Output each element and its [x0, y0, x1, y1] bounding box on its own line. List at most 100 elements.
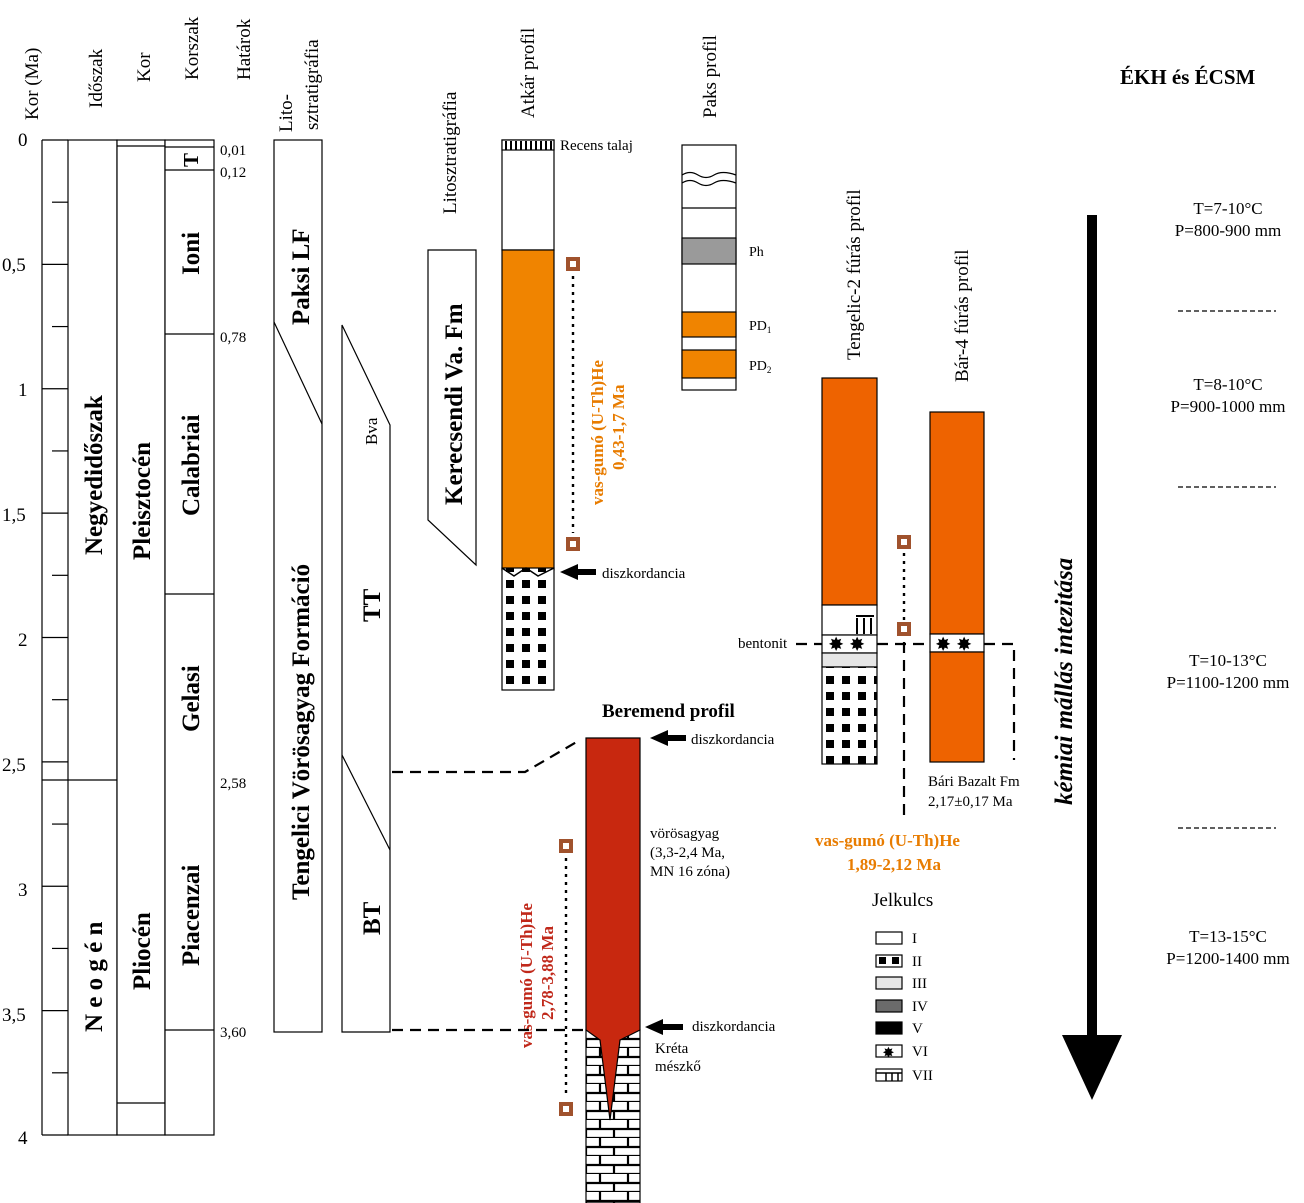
star-icon: ✸	[882, 1045, 894, 1060]
label-recens: Recens talaj	[560, 138, 633, 154]
label-bentonit: bentonit	[738, 636, 788, 652]
stage-tarantian: T	[179, 153, 203, 167]
legend-item: III	[912, 976, 927, 992]
period-neogene: N e o g é n	[81, 922, 108, 1032]
tick-label: 2	[18, 630, 28, 651]
boundary-label: 3,60	[220, 1025, 246, 1041]
tick-label: 1	[18, 380, 28, 401]
header-lithostrat-2: sztratigráfia	[302, 39, 323, 130]
formation-tt: TT	[359, 588, 386, 622]
header-stage: Korszak	[182, 16, 203, 80]
atkar-age-1: vas-gumó (U-Th)He	[588, 360, 607, 505]
tengelic-age-2: 1,89-2,12 Ma	[847, 855, 941, 874]
legend: Jelkulcs ✸ I II III IV V VI VII	[872, 890, 933, 1084]
header-age: Kor (Ma)	[22, 48, 43, 120]
stage-ioni: Ioni	[178, 232, 205, 275]
beremend-sample-top	[559, 839, 573, 853]
climate-column: T=7-10°C P=800-900 mm T=8-10°C P=900-100…	[1166, 199, 1289, 968]
header-paks: Paks profil	[700, 35, 721, 118]
climate-temp: T=8-10°C	[1193, 375, 1262, 394]
formation-paksi: Paksi LF	[288, 228, 315, 325]
legend-item: I	[912, 931, 917, 947]
legend-item: II	[912, 954, 922, 970]
label-kreta-2: mészkő	[655, 1059, 701, 1075]
tick-label: 0,5	[2, 255, 26, 276]
label-diszkordancia-atkar: diszkordancia	[602, 566, 686, 582]
weathering-arrow: kémiai mállás intezitása	[1051, 215, 1122, 1100]
tick-label: 1,5	[2, 505, 26, 526]
beremend-formation-column: Bva TT BT	[341, 324, 391, 1033]
label-bari-1: Bári Bazalt Fm	[928, 774, 1020, 790]
climate-precip: P=1100-1200 mm	[1167, 673, 1290, 692]
stage-piacenzai: Piacenzai	[178, 865, 205, 966]
header-atkar: Atkár profil	[518, 28, 539, 118]
period-quaternary: Negyedidőszak	[81, 395, 108, 555]
arrow-left-icon	[645, 1019, 683, 1035]
header-lithostrat-1: Lito-	[276, 94, 297, 132]
header-period: Időszak	[86, 48, 107, 108]
legend-item: IV	[912, 999, 928, 1015]
tick-label: 3,5	[2, 1005, 26, 1026]
climate-precip: P=800-900 mm	[1175, 221, 1281, 240]
tick-label: 2,5	[2, 755, 26, 776]
climate-precip: P=1200-1400 mm	[1166, 949, 1289, 968]
boundary-label: 0,12	[220, 165, 246, 181]
tick-label: 0	[18, 130, 28, 151]
tick-label: 4	[18, 1128, 28, 1149]
boundary-labels: 0,01 0,12 0,78 2,58 3,60	[220, 143, 246, 1041]
formation-bva: Bva	[362, 417, 381, 445]
correlation-lines	[392, 739, 586, 1032]
label-voros-3: MN 16 zóna)	[650, 864, 730, 880]
atkar-age-2: 0,43-1,7 Ma	[609, 384, 628, 470]
star-icon: ✸	[935, 635, 951, 654]
boundary-label: 2,58	[220, 776, 246, 792]
boundary-label: 0,78	[220, 330, 246, 346]
header-boundaries: Határok	[234, 18, 255, 80]
kerecsendi-formation: Kerecsendi Va. Fm	[427, 249, 477, 567]
tengelic-age-1: vas-gumó (U-Th)He	[815, 831, 960, 850]
paks-profile: Ph PD1 PD2	[681, 144, 771, 391]
tick-label: 3	[18, 880, 28, 901]
star-icon: ✸	[828, 635, 844, 654]
label-kreta-1: Kréta	[655, 1041, 689, 1057]
beremend-age-1: vas-gumó (U-Th)He	[517, 903, 536, 1048]
star-icon: ✸	[956, 635, 972, 654]
header-epoch: Kor	[134, 52, 155, 82]
beremend-age-2: 2,78-3,88 Ma	[538, 926, 557, 1020]
formation-tengelici: Tengelici Vörösagyag Formáció	[288, 564, 315, 900]
climate-temp: T=10-13°C	[1189, 651, 1267, 670]
epoch-pliocene: Pliocén	[129, 912, 156, 990]
atkar-profile: Recens talaj vas-gumó (U-Th)He 0,43-1,7 …	[501, 138, 686, 691]
label-diszkordancia-beremend-bottom: diszkordancia	[692, 1019, 776, 1035]
arrow-down-icon	[1062, 1035, 1122, 1100]
epoch-pleistocene: Pleisztocén	[129, 442, 156, 560]
label-voros-1: vörösagyag	[650, 826, 720, 842]
boundary-label: 0,01	[220, 143, 246, 159]
tengelic-sample-top	[897, 535, 911, 549]
legend-item: VI	[912, 1044, 928, 1060]
tengelic-sample-bottom	[897, 622, 911, 636]
header-beremend: Beremend profil	[602, 701, 735, 722]
atkar-sample-top	[566, 257, 580, 271]
legend-item: VII	[912, 1068, 933, 1084]
label-ph: Ph	[749, 245, 764, 260]
lithostrat-column: Paksi LF Tengelici Vörösagyag Formáció	[273, 139, 323, 1033]
tengelic-profile: ✸ ✸ bentonit vas-gumó (U-Th)He 1,89-2,12…	[738, 377, 960, 874]
beremend-profile: Beremend profil diszkordancia diszkordan…	[517, 701, 776, 1203]
beremend-sample-bottom	[559, 1102, 573, 1116]
label-pd1: PD1	[749, 319, 771, 335]
label-pd2: PD2	[749, 359, 771, 375]
header-bar: Bár-4 fúrás profil	[952, 249, 973, 382]
formation-bt: BT	[359, 901, 386, 935]
arrow-label: kémiai mállás intezitása	[1051, 558, 1078, 805]
label-bari-2: 2,17±0,17 Ma	[928, 794, 1013, 810]
stage-column: T Ioni Calabriai Gelasi Piacenzai	[164, 139, 215, 1136]
stage-calabriai: Calabriai	[178, 415, 205, 516]
legend-title: Jelkulcs	[872, 890, 933, 911]
atkar-sample-bottom	[566, 537, 580, 551]
stage-gelasi: Gelasi	[178, 665, 205, 732]
arrow-left-icon	[560, 564, 596, 580]
legend-item: V	[912, 1021, 923, 1037]
bar-profile: ✸ ✸ Bári Bazalt Fm 2,17±0,17 Ma	[928, 411, 1020, 810]
